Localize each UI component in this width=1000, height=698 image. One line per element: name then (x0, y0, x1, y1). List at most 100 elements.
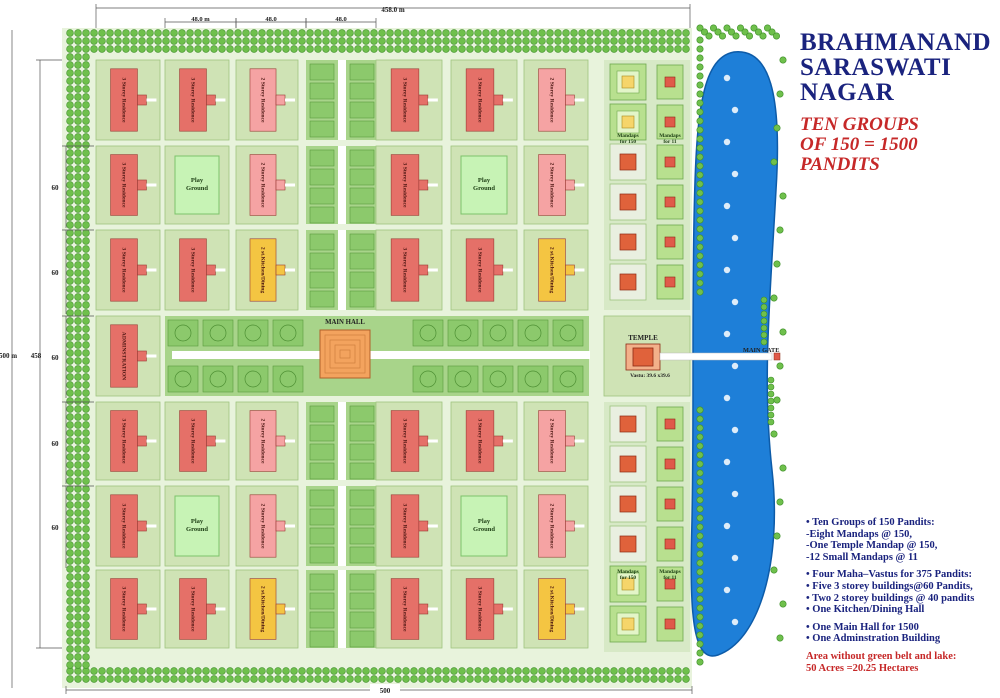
central-garden (167, 319, 199, 347)
tree (458, 29, 466, 37)
tree (74, 189, 82, 197)
tree (66, 341, 74, 349)
tree (122, 675, 130, 683)
tree (250, 675, 258, 683)
garden-circle (244, 370, 262, 388)
tree (162, 37, 170, 45)
tree (696, 81, 704, 89)
garden-circle (489, 370, 507, 388)
fountain (723, 74, 731, 82)
building-label-44: 3 Storey Residence (190, 587, 196, 632)
tree (66, 349, 74, 357)
tree (723, 24, 731, 32)
tree (74, 613, 82, 621)
tree (74, 493, 82, 501)
tree (130, 667, 138, 675)
tree (138, 29, 146, 37)
avenue-walk (338, 486, 346, 566)
tree (642, 667, 650, 675)
garden-circle (174, 370, 192, 388)
tree (779, 328, 787, 336)
tree (82, 229, 90, 237)
tree (610, 29, 618, 37)
fountain (723, 458, 731, 466)
tree (298, 29, 306, 37)
tree (562, 37, 570, 45)
tree (258, 45, 266, 53)
fountain (731, 426, 739, 434)
tree (66, 61, 74, 69)
residence-wing (565, 264, 575, 276)
building-label-31: 2 Storey Residence (260, 419, 266, 464)
residence-path (427, 439, 438, 443)
residence-path (574, 524, 585, 528)
tree (290, 675, 298, 683)
tree (306, 675, 314, 683)
avenue-garden (309, 82, 335, 100)
tree (66, 541, 74, 549)
tree (66, 69, 74, 77)
tree (610, 37, 618, 45)
residence-path (574, 607, 585, 611)
tree (506, 29, 514, 37)
tree (650, 675, 658, 683)
tree (370, 667, 378, 675)
mandap-150-core (619, 233, 637, 251)
avenue-garden (349, 168, 375, 186)
tree (106, 29, 114, 37)
tree (130, 37, 138, 45)
tree (354, 667, 362, 675)
avenue-garden (349, 252, 375, 270)
residence-path (285, 439, 296, 443)
tree (186, 45, 194, 53)
tree (282, 667, 290, 675)
tree (282, 45, 290, 53)
tree (66, 637, 74, 645)
building-label-42: 2 Storey Residence (549, 504, 555, 549)
tree (760, 324, 768, 332)
tree (122, 29, 130, 37)
mandap-150-core (619, 273, 637, 291)
tree (66, 149, 74, 157)
tree (274, 675, 282, 683)
tree (66, 645, 74, 653)
residence-wing (206, 435, 216, 447)
tree (490, 45, 498, 53)
residence-path (427, 98, 438, 102)
fountain (723, 330, 731, 338)
tree (66, 293, 74, 301)
tree (106, 675, 114, 683)
tree (66, 365, 74, 373)
tree (66, 485, 74, 493)
tree (74, 357, 82, 365)
tree (242, 37, 250, 45)
tree (554, 675, 562, 683)
dim-row-height: 60 (52, 354, 60, 362)
note-line: • One Adminstration Building (806, 633, 941, 645)
tree (66, 205, 74, 213)
tree (74, 205, 82, 213)
tree (770, 566, 778, 574)
garden-circle (419, 324, 437, 342)
tree (394, 45, 402, 53)
tree (709, 24, 717, 32)
tree (354, 29, 362, 37)
fountain (731, 170, 739, 178)
tree (90, 37, 98, 45)
tree (82, 557, 90, 565)
tree (490, 29, 498, 37)
tree (442, 37, 450, 45)
tree (146, 667, 154, 675)
tree (696, 604, 704, 612)
tree (696, 568, 704, 576)
residence-wing (206, 264, 216, 276)
tree (74, 277, 82, 285)
tree (106, 37, 114, 45)
tree (66, 261, 74, 269)
tree (74, 509, 82, 517)
avenue-garden (349, 573, 375, 591)
residence-wing (418, 520, 429, 532)
tree (74, 645, 82, 653)
tree (226, 45, 234, 53)
tree (538, 37, 546, 45)
